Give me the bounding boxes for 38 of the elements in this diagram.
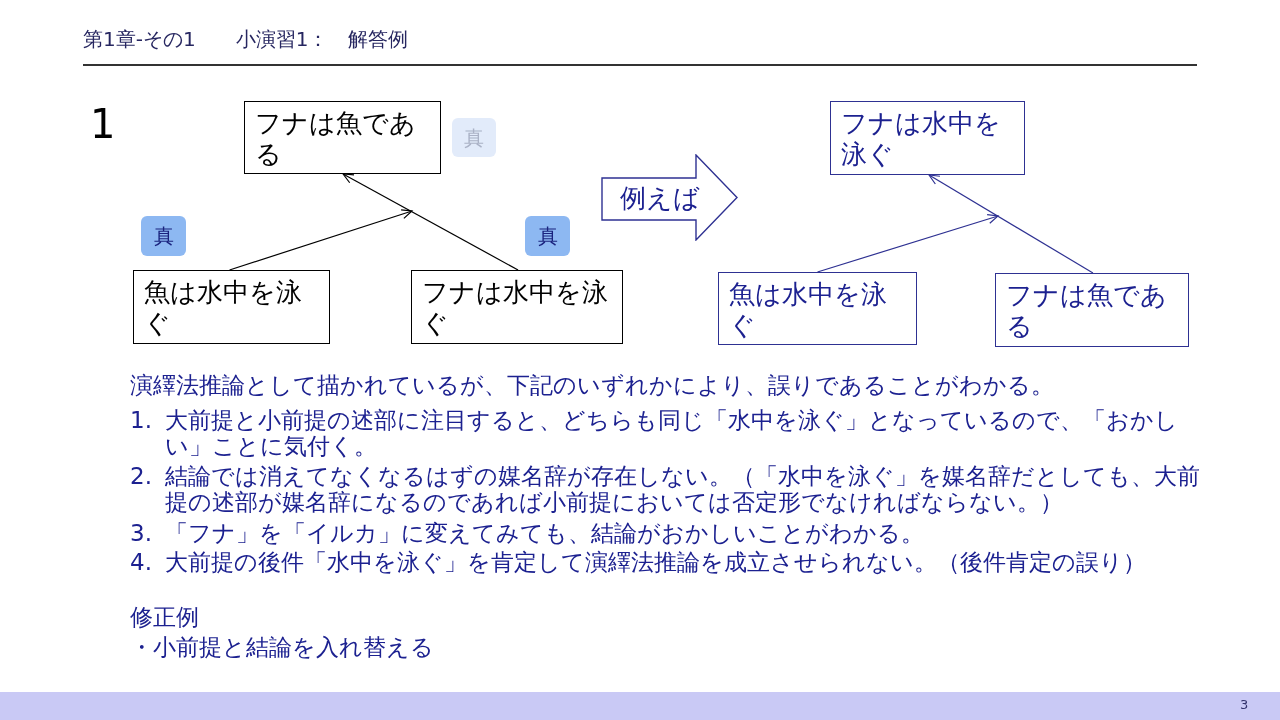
badge-text: 真 [537, 224, 558, 248]
list-number: 3. [130, 520, 153, 546]
statement-box [995, 273, 1189, 347]
statement-text: フナは水中を泳ぐ [841, 108, 1001, 169]
arrow [228, 209, 413, 271]
arrow [816, 214, 999, 273]
statement-text: フナは魚である [255, 108, 416, 169]
badge-text: 真 [464, 125, 484, 150]
statement-text: 魚は水中を泳ぐ [729, 279, 887, 340]
list-item-text: 大前提と小前提の述部に注目すると、どちらも同じ「水中を泳ぐ」となっているので、「おかしい」ことに気付く。 [165, 407, 1179, 459]
slide-title: 第1章-その1 小演習1： 解答例 [83, 26, 409, 52]
truth-badge [525, 216, 570, 256]
arrow [342, 173, 519, 271]
statement-text: フナは水中を泳ぐ [422, 277, 608, 338]
section-heading: 修正例 [130, 604, 200, 630]
truth-badge [141, 216, 186, 256]
statement-box [244, 101, 441, 174]
list-item-text: 「フナ」を「イルカ」に変えてみても、結論がおかしいことがわかる。 [165, 520, 925, 546]
statement-text: フナは魚である [1006, 280, 1167, 341]
statement-text: 魚は水中を泳ぐ [144, 277, 302, 338]
block-arrow [601, 154, 738, 241]
intro-sentence: 演繹法推論として描かれているが、下記のいずれかにより、誤りであることがわかる。 [130, 372, 1055, 398]
list-item-text: 結論では消えてなくなるはずの媒名辞が存在しない。（「水中を泳ぐ」を媒名辞だとしても、大前提の述部が媒名辞になるのであれば小前提においては否定形でなければならない。） [165, 463, 1201, 515]
section-number: 1 [90, 101, 117, 147]
list-number: 2. [130, 463, 153, 489]
bullet-item: ・小前提と結論を入れ替える [130, 634, 435, 660]
page-number: 3 [1240, 697, 1250, 713]
arrow [928, 174, 1094, 274]
list-number: 1. [130, 407, 153, 433]
list-number: 4. [130, 549, 153, 575]
statement-box [411, 270, 623, 344]
statement-box [718, 272, 917, 345]
badge-text: 真 [153, 224, 174, 248]
statement-box [133, 270, 330, 344]
arrow-text: 例えば [620, 182, 700, 213]
truth-badge [452, 118, 496, 157]
list-item-text: 大前提の後件「水中を泳ぐ」を肯定して演繹法推論を成立させられない。（後件肯定の誤り） [165, 549, 1147, 575]
statement-box [830, 101, 1025, 175]
